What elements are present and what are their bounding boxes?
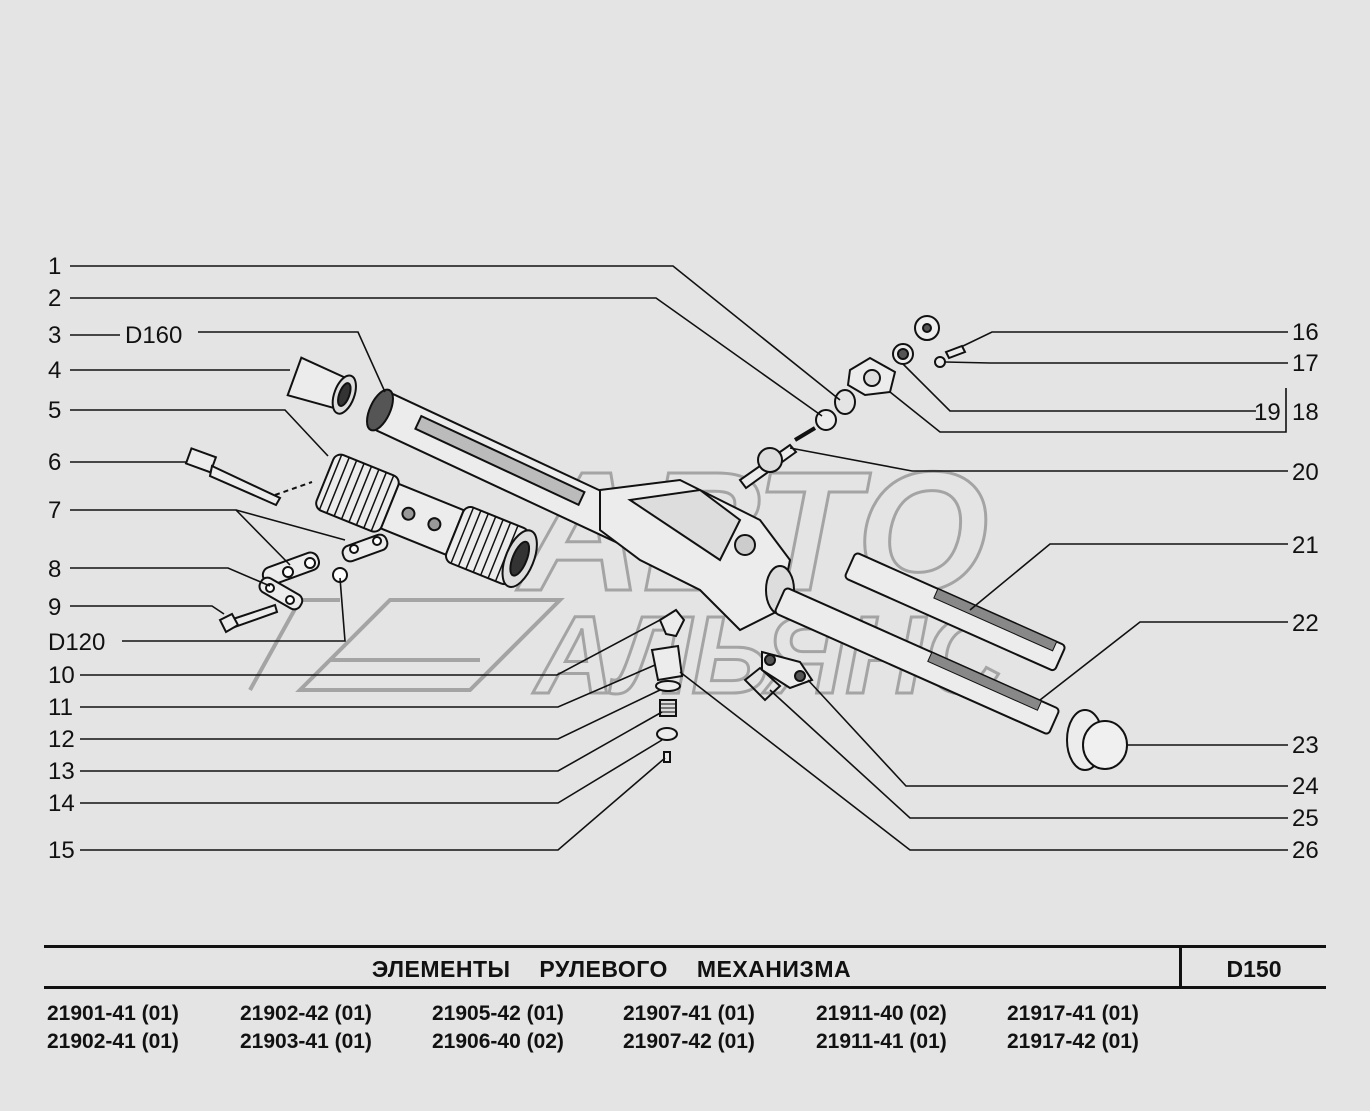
parts-drawing xyxy=(184,315,1128,771)
model-code: 21905-42 (01) xyxy=(432,1002,564,1025)
model-code: 21907-41 (01) xyxy=(623,1002,755,1025)
arrow-dashed xyxy=(274,481,313,496)
callout-17: 17 xyxy=(1292,350,1319,377)
leader-2 xyxy=(70,297,823,417)
part-24-25-clamp xyxy=(743,650,814,702)
leader-lines xyxy=(70,265,1288,851)
page-code: D150 xyxy=(1226,956,1282,982)
callout-5: 5 xyxy=(48,397,61,424)
callout-26: 26 xyxy=(1292,837,1319,864)
leader-16 xyxy=(962,331,1288,347)
model-code: 21917-41 (01) xyxy=(1007,1002,1139,1025)
callout-10: 10 xyxy=(48,662,75,689)
part-18-flange xyxy=(846,315,940,397)
callout-20: 20 xyxy=(1292,459,1319,486)
model-list: 21901-41 (01) 21902-41 (01) 21902-42 (01… xyxy=(47,1002,1247,1062)
callout-19: 19 xyxy=(1254,399,1281,426)
page-title: ЭЛЕМЕНТЫ РУЛЕВОГО МЕХАНИЗМА xyxy=(371,956,852,982)
leader-21 xyxy=(969,543,1288,611)
leader-1 xyxy=(70,265,841,401)
leader-17 xyxy=(944,361,1288,364)
callout-23: 23 xyxy=(1292,732,1319,759)
leader-7b xyxy=(235,509,346,541)
part-4-cap xyxy=(286,356,357,415)
part-6-tie xyxy=(184,447,282,507)
leader-9 xyxy=(70,605,225,615)
model-code: 21911-41 (01) xyxy=(816,1030,947,1053)
leader-7 xyxy=(70,509,291,566)
part-23-cap xyxy=(1066,709,1128,771)
title-bar: ЭЛЕМЕНТЫ РУЛЕВОГО МЕХАНИЗМА D150 xyxy=(44,945,1326,989)
model-code: 21901-41 (01) xyxy=(47,1002,179,1025)
leader-11 xyxy=(80,664,656,708)
title-divider xyxy=(1179,948,1182,986)
part-21-rack xyxy=(844,552,1066,672)
callout-16: 16 xyxy=(1292,319,1319,346)
part-5-bellows xyxy=(315,453,538,588)
callout-1: 1 xyxy=(48,253,61,280)
callout-15: 15 xyxy=(48,837,75,864)
callout-4: 4 xyxy=(48,357,61,384)
callout-13: 13 xyxy=(48,758,75,785)
part-9-bolt xyxy=(218,603,279,634)
leader-24 xyxy=(807,679,1288,787)
callout-2: 2 xyxy=(48,285,61,312)
leader-26 xyxy=(679,671,1288,851)
leader-10 xyxy=(80,619,661,676)
model-code: 21906-40 (02) xyxy=(432,1030,564,1053)
leader-25 xyxy=(769,689,1288,819)
leader-15 xyxy=(80,757,666,851)
leader-13 xyxy=(80,711,663,772)
part-22-rack xyxy=(774,587,1060,735)
leader-18 xyxy=(889,388,1287,433)
callout-12: 12 xyxy=(48,726,75,753)
leader-8 xyxy=(70,567,271,587)
part-1-ring xyxy=(834,389,856,415)
callout-25: 25 xyxy=(1292,805,1319,832)
callout-24: 24 xyxy=(1292,773,1319,800)
part-10-15-adjuster xyxy=(650,608,686,763)
leader-12 xyxy=(80,689,661,740)
model-code: 21907-42 (01) xyxy=(623,1030,755,1053)
callout-21: 21 xyxy=(1292,532,1319,559)
model-code: 21902-41 (01) xyxy=(47,1030,179,1053)
leader-22 xyxy=(1039,621,1288,701)
leader-20 xyxy=(789,447,1288,472)
leader-14 xyxy=(80,739,663,804)
callout-14: 14 xyxy=(48,790,75,817)
part-16-bolt xyxy=(944,344,967,360)
callout-9: 9 xyxy=(48,594,61,621)
callout-7: 7 xyxy=(48,497,61,524)
callout-3: 3 xyxy=(48,322,61,349)
callout-18: 18 xyxy=(1292,399,1319,426)
model-code: 21902-42 (01) xyxy=(240,1002,372,1025)
part-7-plates xyxy=(258,533,389,611)
model-code: 21903-41 (01) xyxy=(240,1030,372,1053)
part-20-pinion xyxy=(738,426,817,490)
model-code: 21911-40 (02) xyxy=(816,1002,947,1025)
model-code: 21917-42 (01) xyxy=(1007,1030,1139,1053)
callout-6: 6 xyxy=(48,449,61,476)
leader-D120 xyxy=(122,577,346,642)
callout-22: 22 xyxy=(1292,610,1319,637)
leader-5 xyxy=(70,409,329,457)
leader-3 xyxy=(198,331,386,393)
callout-11: 11 xyxy=(48,694,73,721)
steering-mechanism-diagram: АВТО АЛЬЯНС xyxy=(48,253,1319,864)
leader-19 xyxy=(902,363,1256,412)
callout-D120: D120 xyxy=(48,629,105,656)
part-17-washer xyxy=(934,356,946,368)
callout-D160: D160 xyxy=(125,322,182,349)
callout-8: 8 xyxy=(48,556,61,583)
callout-labels: 1 2 3 D160 4 5 6 7 8 9 D120 10 11 12 13 … xyxy=(48,253,1319,864)
